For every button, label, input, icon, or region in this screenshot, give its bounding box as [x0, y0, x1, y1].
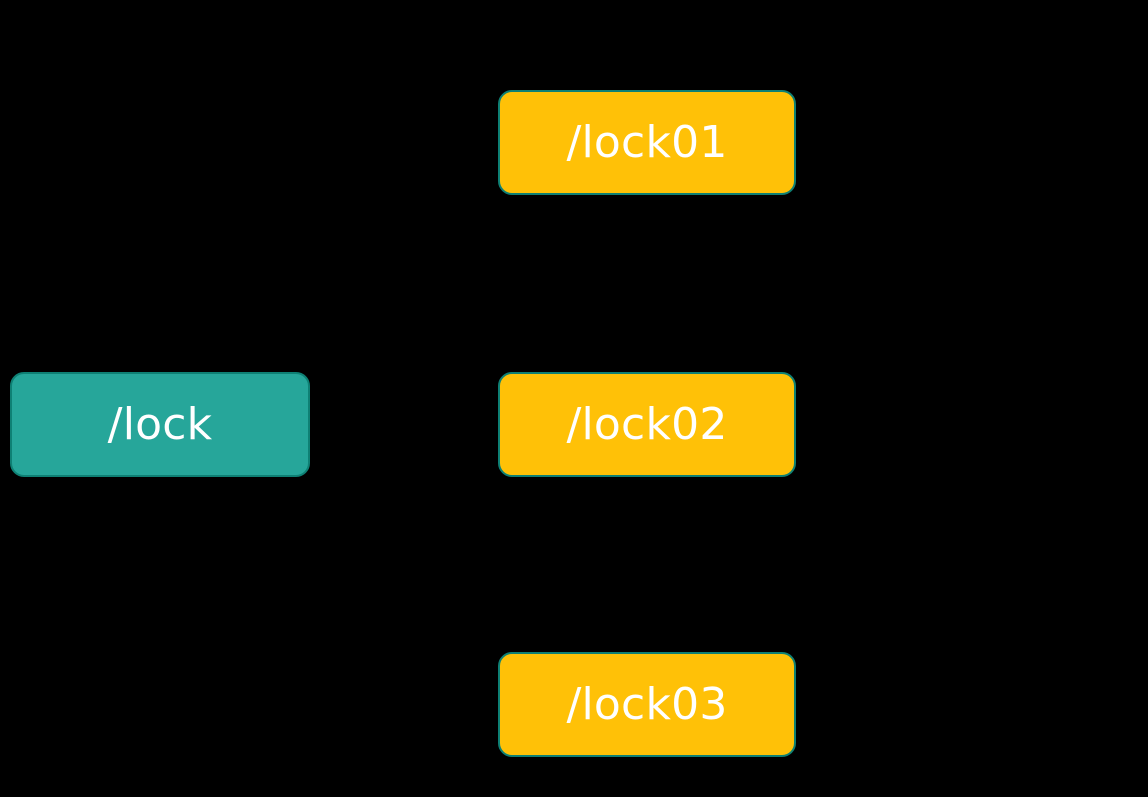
flow-node-lock02[interactable]: /lock02 — [498, 372, 796, 477]
flow-node-lock01-label: /lock01 — [566, 116, 728, 168]
flow-node-lock-label: /lock — [107, 398, 213, 450]
flow-node-lock02-label: /lock02 — [566, 398, 728, 450]
flow-node-lock01[interactable]: /lock01 — [498, 90, 796, 195]
flow-node-lock03[interactable]: /lock03 — [498, 652, 796, 757]
flow-node-lock03-label: /lock03 — [566, 678, 728, 730]
flow-node-lock[interactable]: /lock — [10, 372, 310, 477]
